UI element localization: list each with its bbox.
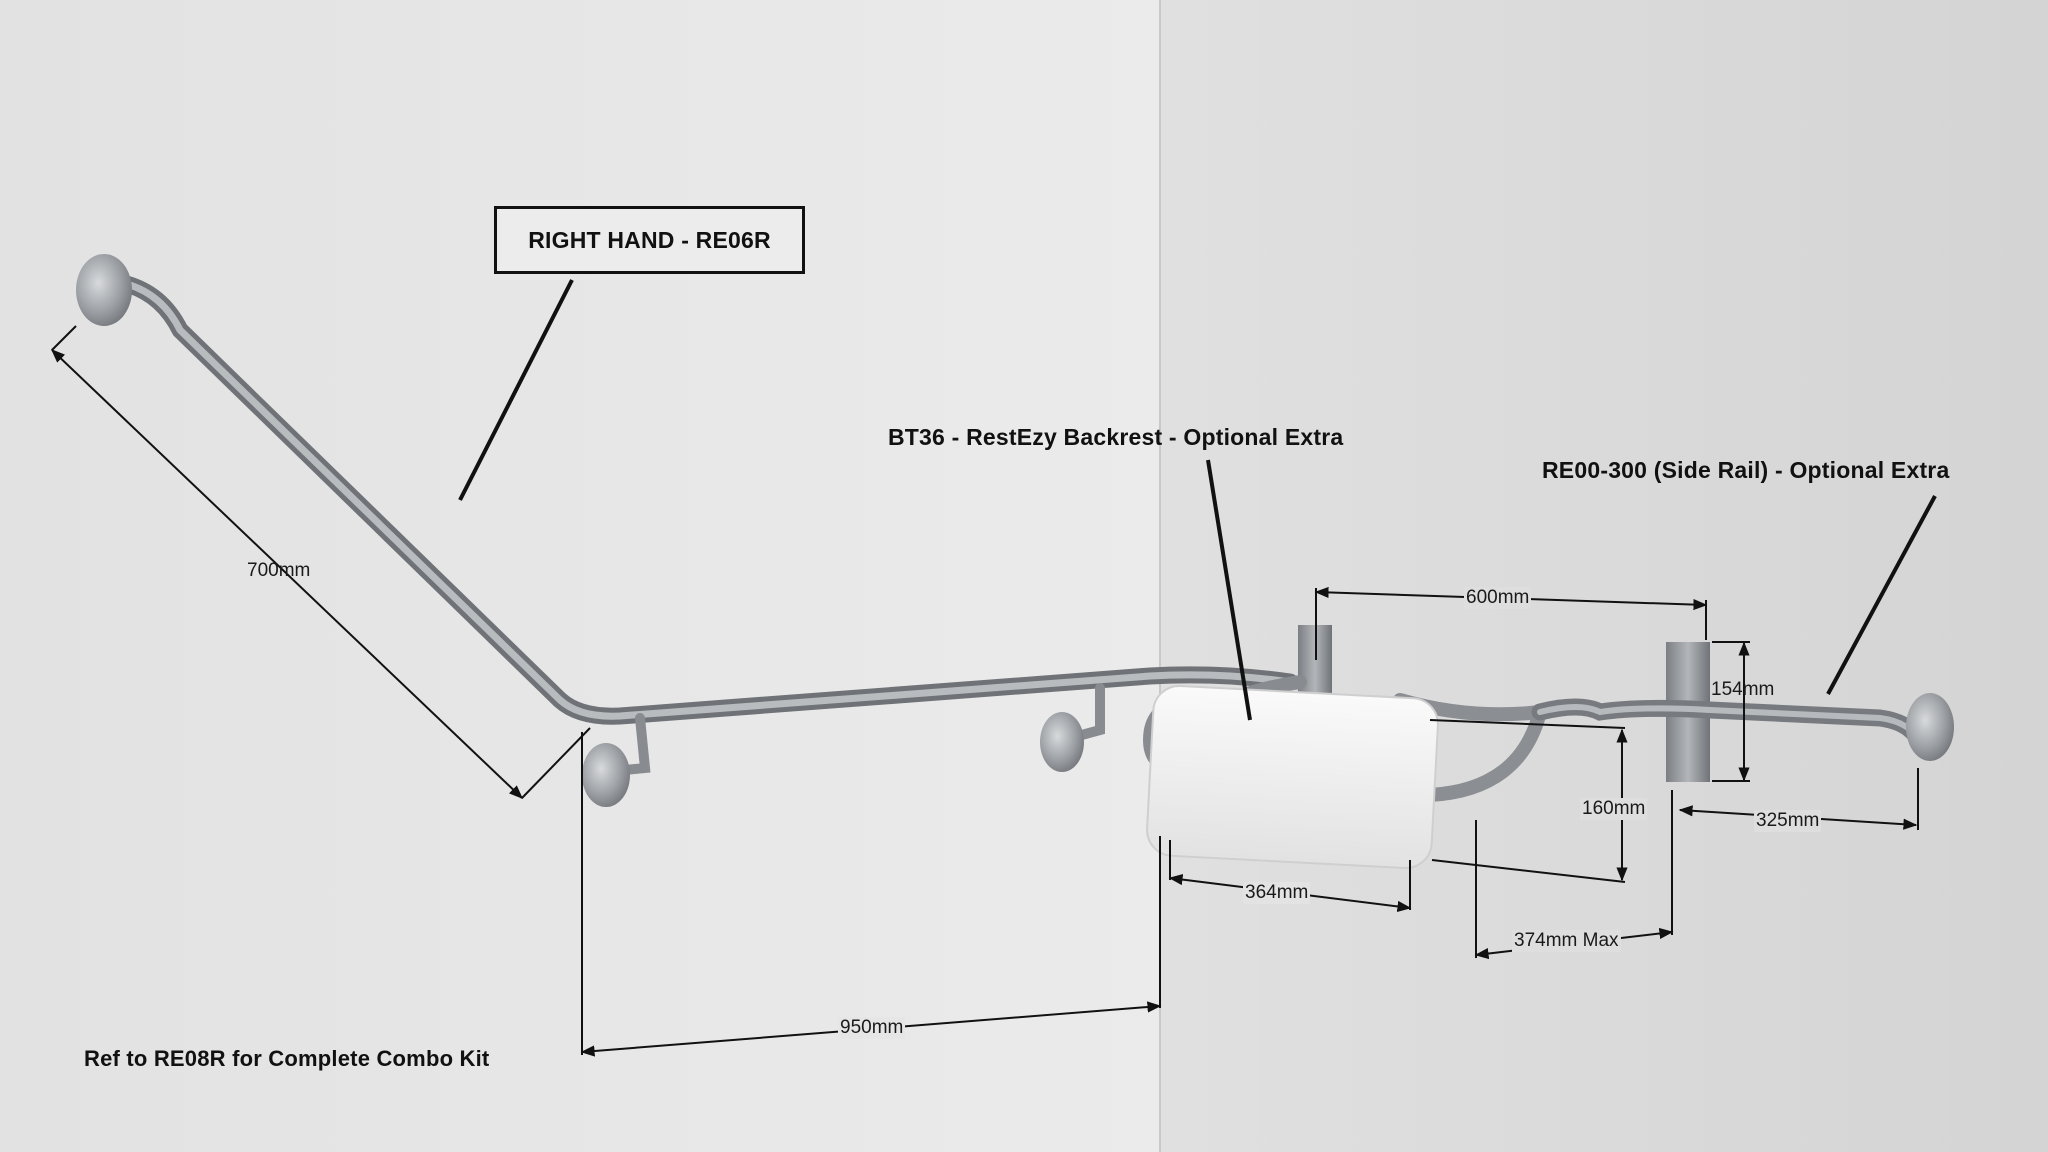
dimension-lines — [50, 325, 1919, 1057]
side-rail — [1531, 642, 1954, 782]
dimension-364mm: 364mm — [1243, 882, 1311, 904]
dimension-700mm: 700mm — [247, 560, 311, 581]
left-wall — [0, 0, 1160, 1152]
flange-top — [76, 254, 132, 326]
backrest-pad — [1146, 685, 1439, 870]
backrest-callout: BT36 - RestEzy Backrest - Optional Extra — [888, 424, 1344, 450]
dimension-950mm: 950mm — [838, 1017, 906, 1039]
right-wall — [1160, 0, 2048, 1152]
dimension-325mm: 325mm — [1754, 810, 1822, 832]
dimension-374mm-max: 374mm Max — [1512, 930, 1621, 952]
flange-corner — [582, 743, 630, 807]
leader-lines — [458, 279, 1937, 721]
side-rail-callout: RE00-300 (Side Rail) - Optional Extra — [1542, 457, 1950, 483]
combo-kit-note: Ref to RE08R for Complete Combo Kit — [84, 1046, 490, 1071]
backrest-assembly — [1142, 625, 1550, 870]
flange-mid — [1040, 712, 1084, 772]
dimension-160mm: 160mm — [1580, 798, 1648, 820]
grab-rail — [76, 254, 1299, 807]
dimension-600mm: 600mm — [1464, 587, 1532, 609]
dimension-154mm: 154mm — [1711, 679, 1775, 700]
flange-side — [1906, 693, 1954, 761]
right-hand-callout: RIGHT HAND - RE06R — [494, 206, 805, 274]
